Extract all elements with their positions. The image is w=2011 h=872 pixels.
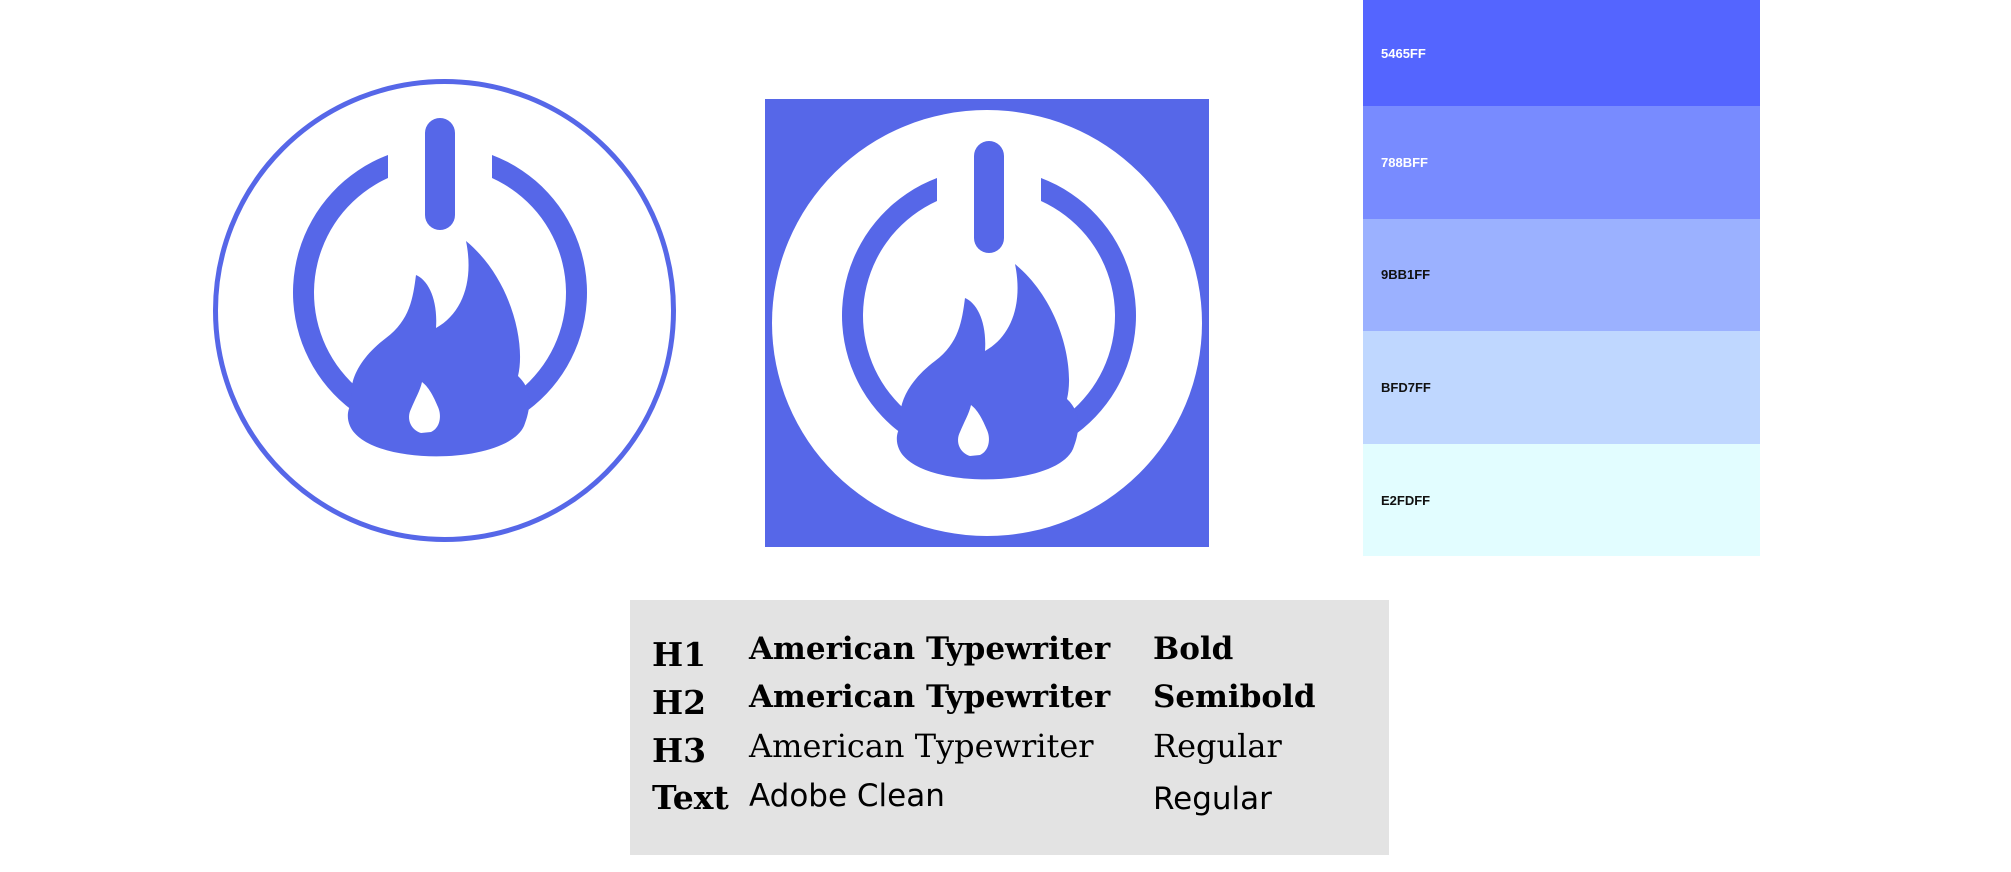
color-swatch: 788BFF <box>1363 106 1760 219</box>
typography-table: H1 American Typewriter Bold H2 American … <box>630 600 1389 855</box>
square-filled-logo <box>765 99 1209 547</box>
typography-row-text: Text Adobe Clean Regular <box>630 781 1389 829</box>
power-flame-icon <box>293 118 587 457</box>
type-weight-label: Regular <box>1153 781 1272 817</box>
type-family-label: American Typewriter <box>749 727 1094 765</box>
typography-row-h2: H2 American Typewriter Semibold <box>630 682 1389 730</box>
type-family-label: American Typewriter <box>749 631 1111 667</box>
swatch-hex-label: 5465FF <box>1381 45 1426 61</box>
color-swatch: 9BB1FF <box>1363 218 1760 332</box>
type-weight-label: Bold <box>1153 631 1234 667</box>
power-flame-icon <box>842 141 1136 480</box>
type-family-label: Adobe Clean <box>749 778 945 814</box>
typography-row-h1: H1 American Typewriter Bold <box>630 634 1389 682</box>
type-weight-label: Semibold <box>1153 679 1316 715</box>
color-swatch: BFD7FF <box>1363 331 1760 444</box>
type-level-label: Text <box>652 778 729 817</box>
type-level-label: H2 <box>652 683 707 722</box>
type-level-label: H1 <box>652 635 707 674</box>
swatch-hex-label: BFD7FF <box>1381 379 1431 395</box>
color-palette: 5465FF 788BFF 9BB1FF BFD7FF E2FDFF <box>1363 0 1760 557</box>
circle-outline-logo <box>213 79 676 542</box>
type-level-label: H3 <box>652 731 707 770</box>
type-family-label: American Typewriter <box>749 679 1111 715</box>
type-weight-label: Regular <box>1153 727 1282 765</box>
swatch-hex-label: 788BFF <box>1381 154 1428 170</box>
color-swatch: 5465FF <box>1363 0 1760 106</box>
color-swatch: E2FDFF <box>1363 443 1760 557</box>
typography-row-h3: H3 American Typewriter Regular <box>630 730 1389 778</box>
swatch-hex-label: E2FDFF <box>1381 492 1431 508</box>
swatch-hex-label: 9BB1FF <box>1381 267 1431 283</box>
